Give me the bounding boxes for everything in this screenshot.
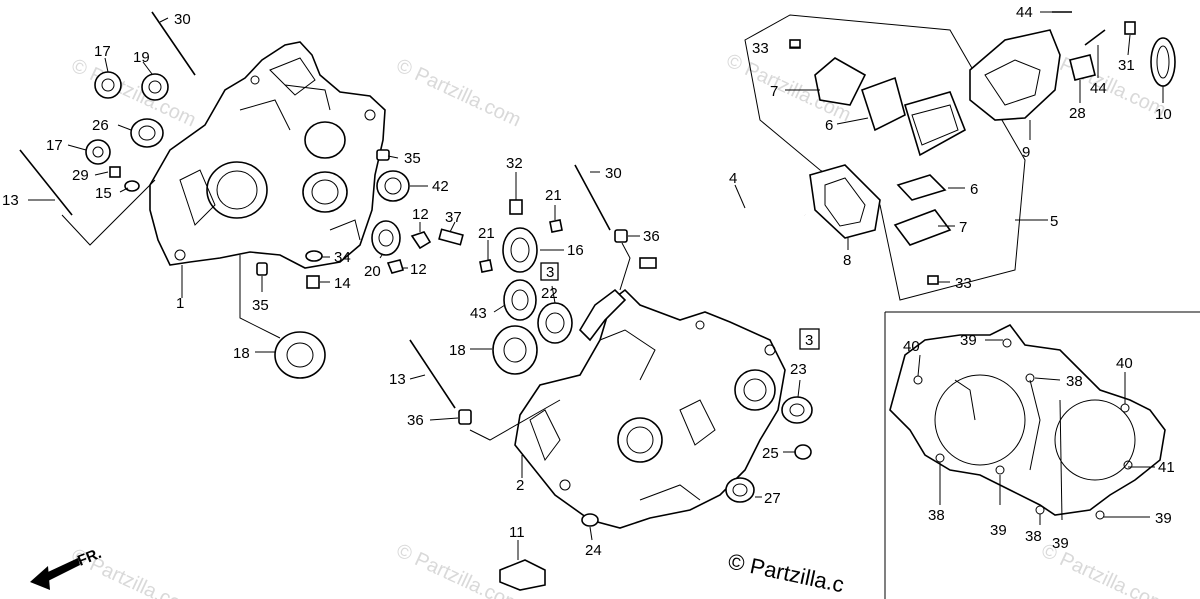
callout-39: 39: [1155, 510, 1172, 527]
callout-8: 8: [843, 252, 851, 269]
callout-3: 3: [546, 264, 554, 281]
callout-39: 39: [990, 522, 1007, 539]
callout-25: 25: [762, 445, 779, 462]
callout-24: 24: [585, 542, 602, 559]
callout-26: 26: [92, 117, 109, 134]
callout-22: 22: [541, 285, 558, 302]
copyright-text: © Partzilla.c: [726, 548, 846, 597]
callout-11: 11: [509, 524, 525, 541]
callout-39: 39: [960, 332, 977, 349]
watermark-2: © Partzilla.com: [393, 55, 524, 132]
callout-3: 3: [805, 332, 813, 349]
callout-18: 18: [449, 342, 466, 359]
callout-35: 35: [404, 150, 421, 167]
right-crankcase-half: [149, 41, 386, 269]
callout-10: 10: [1155, 106, 1172, 123]
callout-1: 1: [176, 295, 184, 312]
callout-6: 6: [825, 117, 833, 134]
callout-39: 39: [1052, 535, 1069, 552]
ref-box-3-upper: [540, 262, 559, 281]
callout-17: 17: [46, 137, 63, 154]
callout-40: 40: [1116, 355, 1133, 372]
callout-44: 44: [1090, 80, 1107, 97]
callout-29: 29: [72, 167, 89, 184]
callout-38: 38: [1066, 373, 1083, 390]
reed-valve-assembly: [744, 11, 1176, 301]
callout-32: 32: [506, 155, 523, 172]
left-crankcase-half: [514, 288, 786, 529]
callout-12: 12: [412, 206, 429, 223]
callout-7: 7: [770, 83, 778, 100]
callout-28: 28: [1069, 105, 1086, 122]
callout-38: 38: [928, 507, 945, 524]
callout-36: 36: [407, 412, 424, 429]
section-ref-boxes: [540, 262, 820, 350]
callout-15: 15: [95, 185, 112, 202]
callout-35: 35: [252, 297, 269, 314]
callout-38: 38: [1025, 528, 1042, 545]
callout-2: 2: [516, 477, 524, 494]
callout-7: 7: [959, 219, 967, 236]
callout-18: 18: [233, 345, 250, 362]
center-small-parts: [409, 164, 813, 591]
left-small-parts: [19, 11, 464, 379]
callout-4: 4: [729, 170, 737, 187]
callout-21: 21: [545, 187, 562, 204]
callout-6: 6: [970, 181, 978, 198]
callout-41: 41: [1158, 459, 1175, 476]
callout-19: 19: [133, 49, 150, 66]
callout-9: 9: [1022, 144, 1030, 161]
callout-43: 43: [470, 305, 487, 322]
ref-box-3-lower: [799, 328, 820, 350]
callout-16: 16: [567, 242, 584, 259]
callout-14: 14: [334, 275, 351, 292]
callout-23: 23: [790, 361, 807, 378]
callout-40: 40: [903, 338, 920, 355]
callout-12: 12: [410, 261, 427, 278]
callout-33: 33: [752, 40, 769, 57]
front-direction-marker: FR.: [30, 545, 104, 590]
callout-44: 44: [1016, 4, 1033, 21]
callout-30: 30: [174, 11, 191, 28]
breather-tube: [639, 209, 806, 269]
callout-13: 13: [389, 371, 406, 388]
callout-13: 13: [2, 192, 19, 209]
callout-33: 33: [955, 275, 972, 292]
callout-30: 30: [605, 165, 622, 182]
callout-17: 17: [94, 43, 111, 60]
callout-42: 42: [432, 178, 449, 195]
callout-5: 5: [1050, 213, 1058, 230]
callout-20: 20: [364, 263, 381, 280]
callout-36: 36: [643, 228, 660, 245]
callout-labels: 30 17 19 26 17 29 15 13 1 35 42 12 37 34…: [2, 4, 1175, 559]
callout-34: 34: [334, 249, 351, 266]
callout-37: 37: [445, 209, 462, 226]
leader-lines: [28, 11, 1164, 560]
callout-21: 21: [478, 225, 495, 242]
callout-27: 27: [764, 490, 781, 507]
watermark-1: © Partzilla.com: [68, 55, 199, 132]
callout-31: 31: [1118, 57, 1135, 74]
